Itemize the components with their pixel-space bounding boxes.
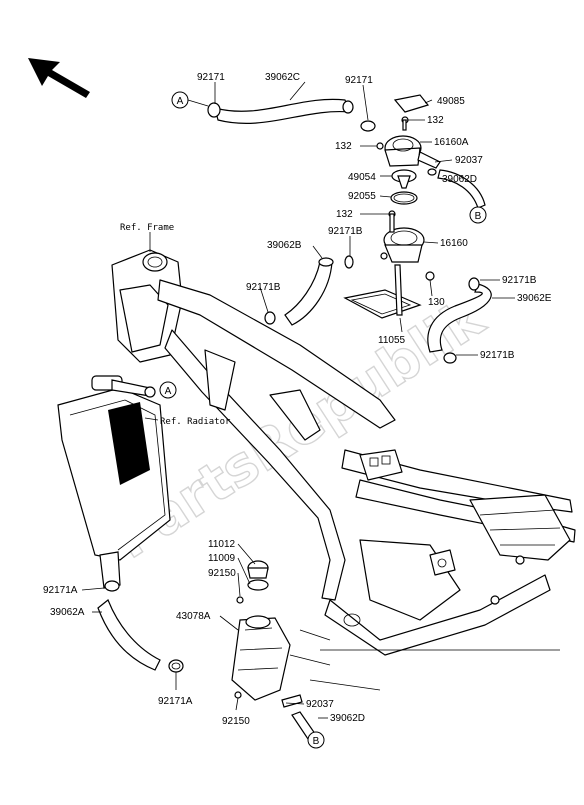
part-label: 11012 (208, 539, 236, 550)
part-label: 49085 (437, 96, 465, 107)
svg-text:A: A (165, 386, 172, 397)
part-label: 92171A (158, 696, 193, 707)
part-label: 39062D (442, 174, 477, 185)
leader-lines (81, 81, 515, 719)
connector-b-top: B (469, 206, 487, 224)
bracket-11055 (343, 264, 435, 319)
thermostat-housing-cover (360, 94, 441, 169)
hose-39062a (97, 580, 184, 673)
hose-39062d-upper (427, 168, 486, 209)
part-label: 39062C (265, 72, 300, 83)
part-label: 92171B (480, 350, 515, 361)
radiator-core (108, 402, 150, 485)
part-label: 92055 (348, 191, 376, 202)
part-label: 16160 (440, 238, 468, 249)
svg-text:B: B (475, 211, 482, 222)
thermostat-housing (380, 210, 425, 263)
part-label: 92171 (197, 72, 225, 83)
part-label: 92037 (306, 699, 334, 710)
connector-b-bottom: B (307, 731, 325, 749)
part-label: 39062A (50, 607, 85, 618)
part-label: 92171B (246, 282, 281, 293)
part-label: 92171B (328, 226, 363, 237)
part-label: 92171A (43, 585, 78, 596)
part-label: 92171 (345, 75, 373, 86)
hose-39062c (207, 98, 354, 124)
connector-a-radiator: A (159, 381, 177, 399)
part-label: 11009 (208, 553, 236, 564)
part-label: 130 (428, 297, 445, 308)
direction-arrow-icon (28, 58, 90, 98)
part-label: 16160A (434, 137, 469, 148)
hose-39062b (264, 255, 354, 326)
thermostat (390, 169, 418, 205)
part-label: 132 (336, 209, 353, 220)
part-label: 92150 (222, 716, 250, 727)
frame (111, 249, 576, 691)
part-label: 49054 (348, 172, 376, 183)
part-label: 92037 (455, 155, 483, 166)
part-label: 43078A (176, 611, 211, 622)
radiator (57, 375, 171, 589)
reservoir-tank (231, 560, 319, 743)
part-label: 39062D (330, 713, 365, 724)
part-labels: 92171 39062C 92171 49085 132 16160A 132 … (43, 72, 552, 727)
part-label: 92171B (502, 275, 537, 286)
part-label: 132 (335, 141, 352, 152)
svg-text:A: A (177, 96, 184, 107)
part-label: 39062B (267, 240, 302, 251)
part-label: 39062E (517, 293, 552, 304)
hose-39062e (427, 277, 492, 364)
ref-radiator-label: Ref. Radiator (160, 417, 231, 427)
part-label: 92150 (208, 568, 236, 579)
connector-a-top: A (171, 91, 209, 109)
part-label: 132 (427, 115, 444, 126)
svg-text:B: B (313, 736, 320, 747)
ref-frame-label: Ref. Frame (120, 223, 174, 233)
part-label: 11055 (378, 335, 406, 346)
